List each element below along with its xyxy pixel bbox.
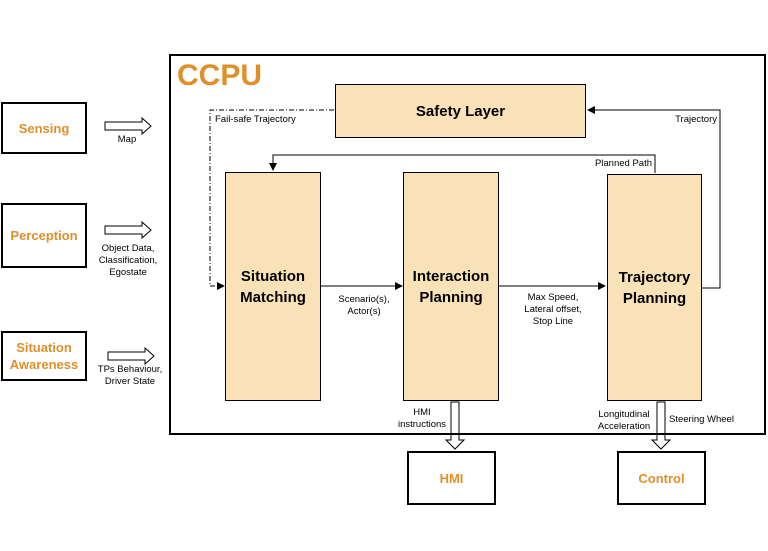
control-box: Control [617,451,706,505]
object-data-arrow [104,220,152,240]
sensing-box: Sensing [1,102,87,154]
situation-matching-box: Situation Matching [225,172,321,401]
object-data-label: Object Data, Classification, Egostate [98,243,158,278]
map-label: Map [117,134,137,145]
hmi-instructions-label: HMI instructions [397,407,447,430]
longitudinal-label: Longitudinal Acceleration [597,409,651,432]
trajectory-planning-box: Trajectory Planning [607,174,702,401]
hmi-output-arrow [444,401,466,450]
control-label: Control [638,470,685,486]
map-arrow [104,116,152,136]
tps-label: TPs Behaviour, Driver State [97,364,163,387]
scenario-actor-label: Scenario(s), Actor(s) [338,294,390,317]
interaction-planning-label: Interaction Planning [412,267,490,306]
fail-safe-line [209,109,334,290]
steering-label: Steering Wheel [669,414,734,425]
planned-path-label: Planned Path [594,158,652,169]
interaction-planning-box: Interaction Planning [403,172,499,401]
tps-arrow [107,346,155,366]
ccpu-container [169,54,766,435]
situation-awareness-box: Situation Awareness [1,331,87,381]
sensing-label: Sensing [18,120,70,136]
control-output-arrow [650,401,672,450]
fail-safe-label: Fail-safe Trajectory [215,114,296,125]
situation-awareness-label: Situation Awareness [9,340,79,372]
safety-layer-box: Safety Layer [335,84,586,138]
perception-label: Perception [10,228,78,243]
perception-box: Perception [1,203,87,268]
max-speed-label: Max Speed, Lateral offset, Stop Line [524,292,582,327]
trajectory-planning-label: Trajectory Planning [618,268,691,307]
ccpu-title: CCPU [177,59,263,92]
planned-path-line [269,154,656,173]
safety-layer-label: Safety Layer [415,102,506,120]
situation-matching-label: Situation Matching [240,267,306,306]
hmi-label: HMI [439,470,464,486]
hmi-box: HMI [407,451,496,505]
trajectory-line [587,106,721,289]
trajectory-label: Trajectory [675,114,717,125]
